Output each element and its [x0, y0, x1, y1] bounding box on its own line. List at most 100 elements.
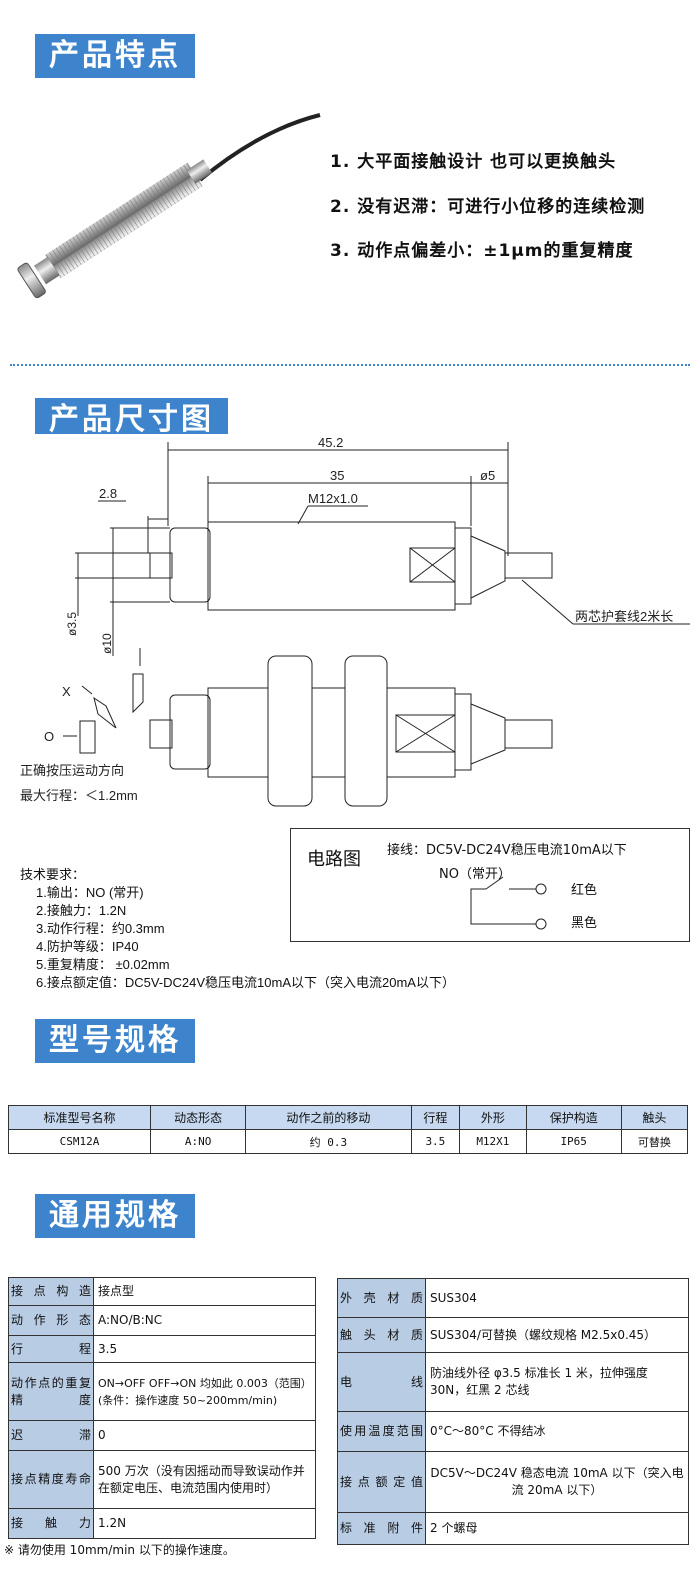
- section-header-features: 产品特点: [35, 34, 195, 78]
- circuit-wiring: 接线：DC5V-DC24V稳压电流10mA以下: [387, 843, 627, 858]
- dim-cap: 2.8: [99, 486, 117, 501]
- column-header: 触头: [620, 1105, 689, 1130]
- column-header: 标准型号名称: [8, 1105, 151, 1130]
- section-header-dimensions: 产品尺寸图: [35, 398, 228, 434]
- spec-key: 标准附件: [337, 1512, 426, 1545]
- spec-value: 500 万次（没有因摇动而导致误动作并在额定电压、电流范围内使用时）: [93, 1450, 316, 1509]
- dimension-lines: [75, 442, 690, 656]
- wire-black: 黑色: [571, 916, 598, 931]
- spec-key: 触头材质: [337, 1317, 426, 1353]
- dim-thread-spec: M12x1.0: [308, 491, 358, 506]
- table-header-row: 标准型号名称 动态形态 动作之前的移动 行程 外形 保护构造 触头: [8, 1105, 689, 1130]
- tech-item: 1.输出：NO (常开): [36, 885, 144, 900]
- spec-value: SUS304/可替换（螺纹规格 M2.5x0.45）: [425, 1317, 689, 1353]
- footnote: ※ 请勿使用 10mm/min 以下的操作速度。: [4, 1543, 235, 1557]
- circuit-diagram: 电路图 接线：DC5V-DC24V稳压电流10mA以下 NO（常开） 红色 黑色: [290, 828, 690, 942]
- spec-key: 电线: [337, 1352, 426, 1412]
- table-cell: IP65: [525, 1129, 622, 1154]
- circuit-lines: [470, 876, 547, 930]
- column-header: 外形: [459, 1105, 527, 1130]
- section-header-model: 型号规格: [35, 1019, 195, 1063]
- sensor-with-nuts-view: [149, 655, 553, 807]
- tech-title: 技术要求：: [20, 867, 86, 882]
- feature-3: 3. 动作点偏差小：±1μm的重复精度: [330, 241, 634, 261]
- spec-value: 防油线外径 φ3.5 标准长 1 米，拉伸强度 30N，红黑 2 芯线: [425, 1352, 689, 1412]
- table-row: CSM12A A:NO 约 0.3 3.5 M12X1 IP65 可替换: [8, 1129, 689, 1154]
- correct-direction-label: O: [44, 729, 54, 744]
- table-cell: 约 0.3: [245, 1129, 412, 1154]
- column-header: 行程: [410, 1105, 461, 1130]
- dim-thread-length: 35: [330, 468, 344, 483]
- column-header: 动态形态: [149, 1105, 247, 1130]
- spec-value: 3.5: [93, 1335, 316, 1363]
- dim-total: 45.2: [318, 436, 343, 450]
- feature-2: 2. 没有迟滞：可进行小位移的连续检测: [330, 197, 646, 217]
- tech-item: 4.防护等级：IP40: [36, 939, 139, 954]
- dim-cable: ø5: [480, 468, 495, 483]
- circuit-switch-label: NO（常开）: [439, 867, 511, 882]
- sensor-photo: [17, 113, 321, 299]
- spec-value: 0: [93, 1420, 316, 1451]
- table-cell: 可替换: [620, 1129, 689, 1154]
- wrong-direction-label: X: [62, 684, 71, 699]
- spec-value: DC5V～DC24V 稳态电流 10mA 以下（突入电流 20mA 以下）: [425, 1451, 689, 1513]
- spec-key: 行程: [8, 1335, 94, 1363]
- spec-value: ON→OFF OFF→ON 均如此 0.003（范围）(条件：操作速度 50~2…: [93, 1362, 316, 1421]
- spec-key: 动作形态: [8, 1305, 94, 1336]
- table-cell: A:NO: [149, 1129, 247, 1154]
- spec-key: 动作点的重复精度: [8, 1362, 94, 1421]
- tech-item: 2.接触力：1.2N: [36, 903, 127, 918]
- table-cell: M12X1: [459, 1129, 527, 1154]
- spec-value: 2 个螺母: [425, 1512, 689, 1545]
- spec-value: SUS304: [425, 1278, 689, 1318]
- tech-item: 3.动作行程：约0.3mm: [36, 921, 165, 936]
- cable-note: 两芯护套线2米长: [575, 609, 673, 624]
- spec-value: 接点型: [93, 1277, 316, 1306]
- spec-value: 0°C～80°C 不得结冰: [425, 1411, 689, 1452]
- spec-key: 接触力: [8, 1508, 94, 1539]
- dimension-drawing: 45.2 35 ø5 2.8 M12x1.0 ø3.5 ø10 两芯护套线2米长…: [20, 436, 690, 807]
- spec-key: 接点额定值: [337, 1451, 426, 1513]
- spec-key: 外壳材质: [337, 1278, 426, 1318]
- table-row: 电线防油线外径 φ3.5 标准长 1 米，拉伸强度 30N，红黑 2 芯线: [337, 1352, 689, 1412]
- direction-note: 正确按压运动方向: [20, 763, 124, 778]
- table-cell: 3.5: [410, 1129, 461, 1154]
- dim-body: ø10: [100, 633, 114, 654]
- section-divider: [10, 364, 690, 366]
- spec-value: 1.2N: [93, 1508, 316, 1539]
- model-table: 标准型号名称 动态形态 动作之前的移动 行程 外形 保护构造 触头 CSM12A…: [8, 1105, 689, 1154]
- spec-key: 接点精度寿命: [8, 1450, 94, 1509]
- section-header-general: 通用规格: [35, 1194, 195, 1238]
- tech-item: 6.接点额定值：DC5V-DC24V稳压电流10mA以下（突入电流20mA以下）: [36, 975, 455, 990]
- sensor-side-view: [149, 521, 553, 611]
- spec-value: A:NO/B:NC: [93, 1305, 316, 1336]
- direction-icons: [63, 648, 144, 754]
- spec-key: 使用温度范围: [337, 1411, 426, 1452]
- column-header: 动作之前的移动: [245, 1105, 412, 1130]
- dim-plunger: ø3.5: [65, 612, 79, 636]
- table-cell: CSM12A: [8, 1129, 151, 1154]
- tech-item: 5.重复精度： ±0.02mm: [36, 957, 170, 972]
- spec-key: 接点构造: [8, 1277, 94, 1306]
- column-header: 保护构造: [525, 1105, 622, 1130]
- feature-1: 1. 大平面接触设计 也可以更换触头: [330, 152, 617, 172]
- circuit-title: 电路图: [307, 849, 361, 870]
- wire-red: 红色: [571, 883, 598, 898]
- spec-key: 迟滞: [8, 1420, 94, 1451]
- max-stroke: 最大行程：＜1.2mm: [20, 788, 138, 803]
- table-row: 接点构造接点型: [8, 1277, 316, 1306]
